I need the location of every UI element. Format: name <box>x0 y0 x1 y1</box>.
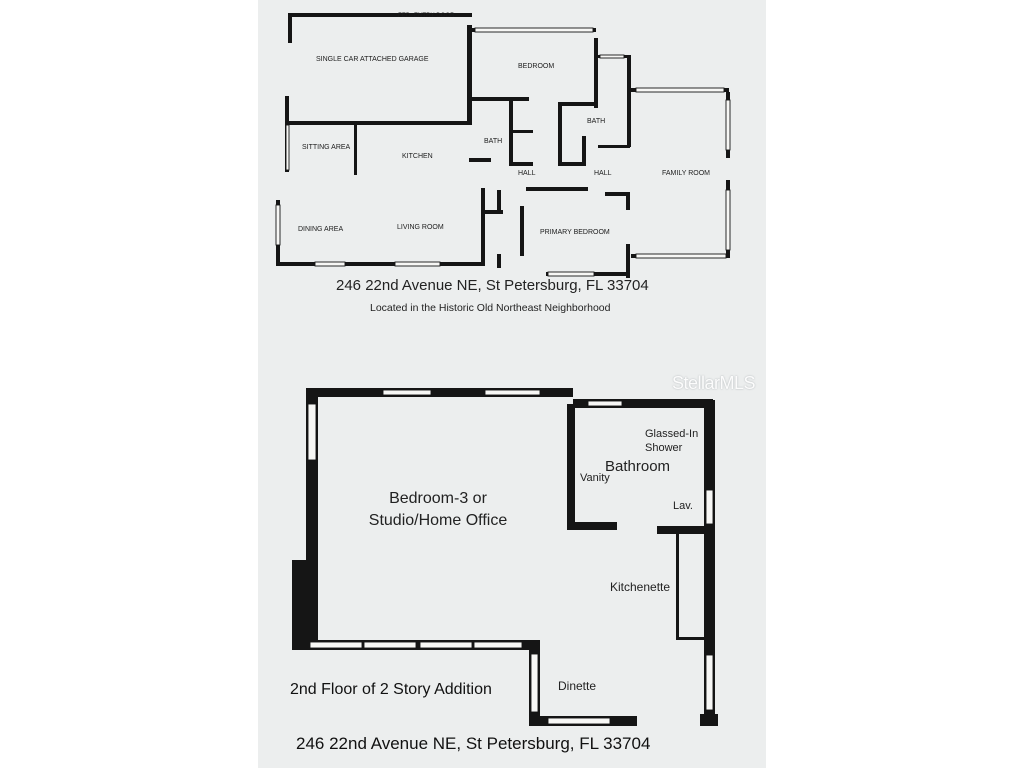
wall <box>573 399 713 408</box>
wall <box>354 125 357 175</box>
window <box>725 99 731 151</box>
window <box>363 641 417 649</box>
stellar-mls-watermark: StellarMLS <box>672 373 756 393</box>
window <box>587 400 623 407</box>
wall <box>288 13 292 43</box>
wall <box>598 145 630 148</box>
second-floor-caption: 2nd Floor of 2 Story Addition <box>290 681 492 698</box>
wall <box>526 187 588 191</box>
glassed-shower-line1: Glassed-In <box>645 428 699 440</box>
wall <box>704 400 715 726</box>
wall <box>605 192 629 196</box>
wall <box>558 162 582 166</box>
wall <box>582 136 586 166</box>
window <box>309 641 363 649</box>
bedroom-3-line1: Bedroom-3 or <box>389 490 487 507</box>
counter <box>676 534 679 640</box>
window <box>705 654 714 711</box>
wall <box>509 162 533 166</box>
kitchen-label: KITCHEN <box>402 153 433 160</box>
wall <box>700 714 718 726</box>
sitting-area-label: SITTING AREA <box>302 144 351 151</box>
wall <box>509 130 533 133</box>
family-room-label: FAMILY ROOM <box>662 170 710 177</box>
wall <box>481 188 485 266</box>
bedroom-label: BEDROOM <box>518 63 555 70</box>
window <box>474 27 594 33</box>
window <box>394 261 441 267</box>
window <box>705 489 714 525</box>
wall <box>469 97 529 101</box>
wall <box>287 121 467 125</box>
window <box>547 717 611 725</box>
neighborhood-caption: Located in the Historic Old Northeast Ne… <box>370 302 611 314</box>
counter <box>676 637 706 640</box>
wall <box>485 210 503 214</box>
bedroom-3-line2: Studio/Home Office <box>368 512 508 529</box>
window <box>275 204 281 246</box>
wall <box>626 192 630 210</box>
wall <box>627 55 631 147</box>
primary-bedroom-label: PRIMARY BEDROOM <box>540 229 610 236</box>
garage-label: SINGLE CAR ATTACHED GARAGE <box>316 56 429 63</box>
wall <box>497 190 501 214</box>
window <box>530 653 539 713</box>
window <box>382 389 432 396</box>
window <box>473 641 523 649</box>
window <box>285 124 290 171</box>
wall <box>292 560 306 650</box>
wall <box>567 404 575 530</box>
vanity-label: Vanity <box>580 472 610 484</box>
wall <box>567 522 617 530</box>
window <box>635 87 725 93</box>
living-room-label: LIVING ROOM <box>397 224 444 231</box>
wall <box>467 25 472 125</box>
lower-address: 246 22nd Avenue NE, St Petersburg, FL 33… <box>296 734 651 753</box>
window <box>484 389 541 396</box>
glassed-shower-label: Glassed-In Shower <box>645 427 698 455</box>
bathroom-label: Bathroom <box>605 458 671 475</box>
hall-left-label: HALL <box>518 170 536 177</box>
lav-label: Lav. <box>673 500 693 512</box>
wall <box>558 102 562 166</box>
hall-right-label: HALL <box>594 170 612 177</box>
dinette-label: Dinette <box>558 679 597 693</box>
wall <box>520 206 524 256</box>
window <box>725 189 731 251</box>
bedroom-3-label: Bedroom-3 or Studio/Home Office <box>348 488 528 532</box>
window <box>314 261 346 267</box>
wall <box>497 254 501 268</box>
dining-area-label: DINING AREA <box>298 226 344 233</box>
window <box>547 271 595 277</box>
upper-address: 246 22nd Avenue NE, St Petersburg, FL 33… <box>336 277 649 294</box>
wall <box>594 38 598 108</box>
window <box>307 403 317 461</box>
wall <box>626 244 630 278</box>
window <box>419 641 473 649</box>
wall <box>288 13 472 17</box>
wall <box>657 526 713 534</box>
bath-right-label: BATH <box>587 118 606 125</box>
bath-left-label: BATH <box>484 138 503 145</box>
entry-door-label: FED. ENTRY DOOR <box>398 13 455 19</box>
wall <box>558 102 598 106</box>
wall <box>307 388 573 397</box>
kitchenette-label: Kitchenette <box>610 580 671 594</box>
wall <box>276 262 484 266</box>
glassed-shower-line2: Shower <box>645 442 683 454</box>
window <box>599 54 625 59</box>
window <box>635 253 727 259</box>
wall <box>469 158 491 162</box>
